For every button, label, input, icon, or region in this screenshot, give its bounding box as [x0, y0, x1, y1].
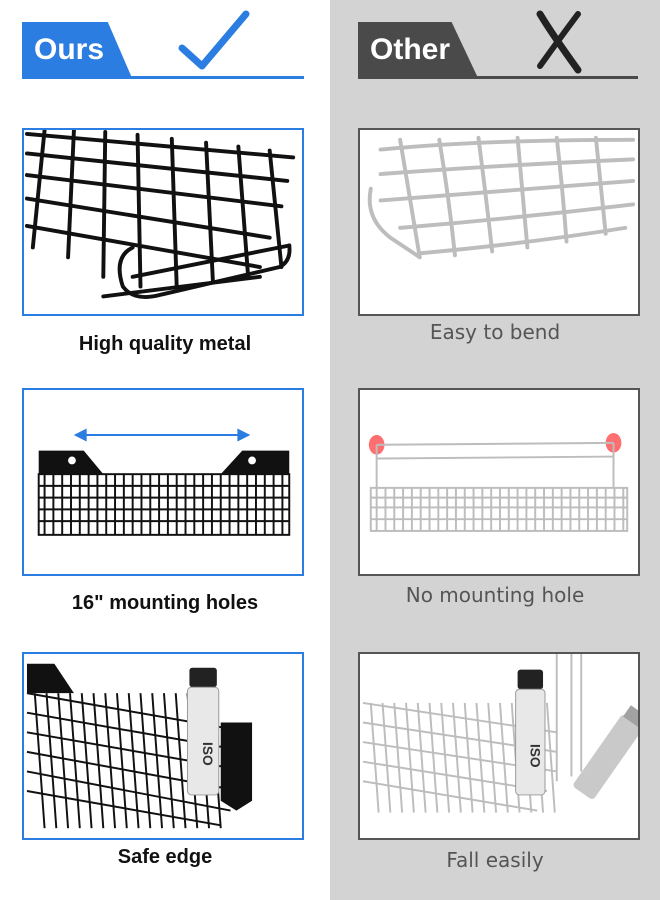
ours-mounting-photo	[22, 388, 304, 576]
black-wire-shelf-closeup	[25, 130, 296, 299]
white-wire-shelf-closeup	[367, 135, 636, 260]
ours-caption-2: 16" mounting holes	[71, 592, 259, 614]
ours-caption-1: High quality metal	[78, 333, 252, 355]
other-caption-2: No mounting hole	[405, 583, 585, 607]
white-shelf-bottle-falling: ISO	[362, 654, 638, 813]
other-header-underline	[358, 76, 638, 79]
bottle-label-right: ISO	[527, 744, 542, 768]
other-mounting-photo	[358, 388, 640, 576]
checkmark-icon	[178, 10, 250, 70]
other-edge-photo: ISO	[358, 652, 640, 840]
ours-edge-photo: ISO	[22, 652, 304, 840]
ours-header-label: Ours	[34, 33, 105, 66]
bottle-label-left: ISO	[200, 742, 215, 766]
ours-caption-3: Safe edge	[117, 846, 213, 868]
ours-header-tab: Ours	[22, 22, 132, 78]
cross-icon	[536, 10, 582, 74]
black-shelf-with-mounting-holes	[37, 428, 291, 536]
other-header-label: Other	[370, 33, 451, 66]
other-caption-3: Fall easily	[446, 848, 544, 872]
other-caption-1: Easy to bend	[429, 320, 561, 344]
black-shelf-with-bottle: ISO	[26, 663, 253, 829]
white-shelf-without-holes	[368, 433, 629, 532]
ours-metal-photo	[22, 128, 304, 316]
ours-header-underline	[22, 76, 304, 79]
other-metal-photo	[358, 128, 640, 316]
